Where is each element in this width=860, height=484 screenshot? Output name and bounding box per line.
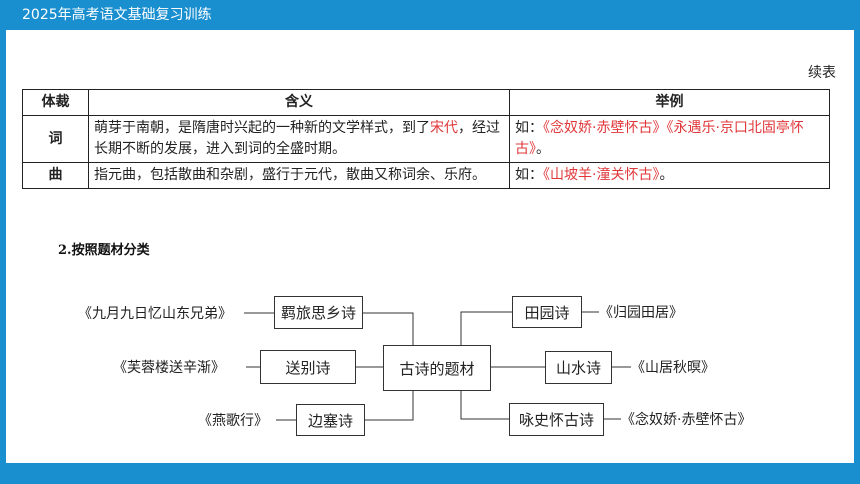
example-label: 《山居秋暝》 (631, 360, 715, 376)
page-header: 2025年高考语文基础复习训练 (0, 0, 860, 30)
example-highlight: 《念奴娇·赤壁怀古》《永遇乐·京口北固亭怀古》 (515, 120, 804, 157)
center-topic-box: 古诗的题材 (383, 345, 491, 391)
example-highlight: 《山坡羊·潼关怀古》 (543, 167, 660, 183)
example-label: 《九月九日忆山东兄弟》 (78, 306, 232, 322)
category-box: 咏史怀古诗 (509, 403, 604, 436)
genre-table: 体裁 含义 举例 词 萌芽于南朝，是隋唐时兴起的一种新的文学样式，到了宋代，经过… (22, 89, 830, 189)
header-title: 2025年高考语文基础复习训练 (22, 7, 212, 23)
connector-line (365, 391, 414, 421)
category-box: 送别诗 (260, 350, 356, 384)
meaning-highlight: 宋代 (430, 120, 458, 136)
table-header-row: 体裁 含义 举例 (22, 89, 830, 116)
genre-cell: 词 (22, 115, 89, 163)
example-prefix: 如： (515, 167, 543, 183)
connector-line (460, 311, 512, 345)
meaning-cell: 指元曲，包括散曲和杂剧，盛行于元代，散曲又称词余、乐府。 (88, 162, 510, 189)
category-box: 田园诗 (512, 296, 582, 328)
category-box: 羁旅思乡诗 (274, 296, 363, 329)
meaning-text: 萌芽于南朝，是隋唐时兴起的一种新的文学样式，到了 (94, 120, 430, 136)
column-header-example: 举例 (509, 89, 830, 116)
meaning-cell: 萌芽于南朝，是隋唐时兴起的一种新的文学样式，到了宋代，经过长期不断的发展，进入到… (88, 115, 510, 163)
meaning-text-end: ，经过长期不断的发展，进入到词的全盛时期。 (94, 120, 500, 157)
connector-line (363, 312, 414, 345)
example-label: 《燕歌行》 (198, 413, 268, 429)
example-prefix: 如： (515, 120, 543, 136)
example-suffix: 。 (659, 167, 674, 183)
example-cell: 如：《山坡羊·潼关怀古》。 (509, 162, 830, 189)
continued-label: 续表 (808, 65, 836, 81)
table-row: 词 萌芽于南朝，是隋唐时兴起的一种新的文学样式，到了宋代，经过长期不断的发展，进… (22, 115, 830, 163)
example-label: 《芙蓉楼送辛渐》 (113, 360, 225, 376)
example-cell: 如：《念奴娇·赤壁怀古》《永遇乐·京口北固亭怀古》。 (509, 115, 830, 163)
category-box: 山水诗 (545, 351, 612, 384)
table-row: 曲 指元曲，包括散曲和杂剧，盛行于元代，散曲又称词余、乐府。 如：《山坡羊·潼关… (22, 162, 830, 189)
example-label: 《归园田居》 (599, 305, 683, 321)
category-box: 边塞诗 (296, 404, 365, 436)
genre-cell: 曲 (22, 162, 89, 189)
example-suffix: 。 (536, 141, 550, 157)
column-header-genre: 体裁 (22, 89, 89, 116)
section-title: 2.按照题材分类 (58, 243, 150, 258)
connector-line (460, 391, 509, 420)
example-label: 《念奴娇·赤壁怀古》 (621, 412, 752, 428)
